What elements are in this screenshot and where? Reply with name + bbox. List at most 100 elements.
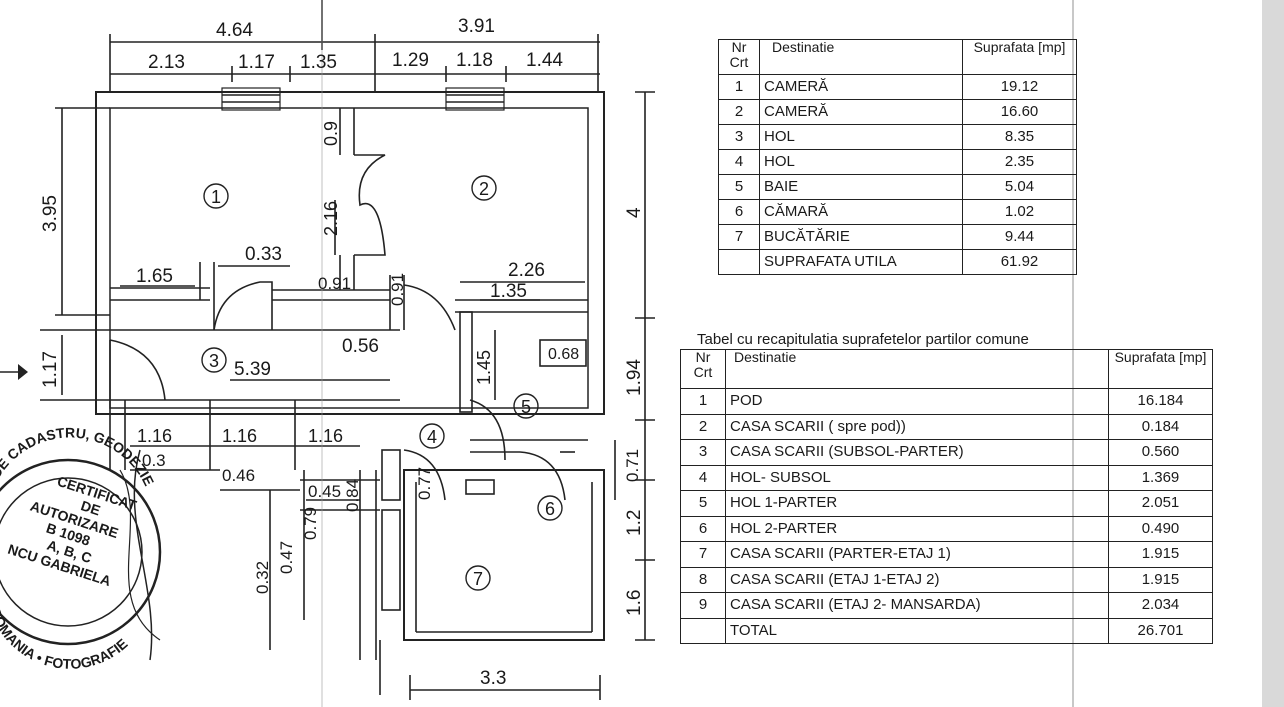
table-row: 5 BAIE 5.04	[718, 174, 1077, 200]
room-number: 6	[545, 499, 555, 519]
room-marker: 2	[471, 175, 497, 201]
dim-0-46: 0.46	[222, 466, 255, 485]
dim-0-79: 0.79	[301, 507, 320, 540]
table-row: 2 CASA SCARII ( spre pod)) 0.184	[680, 413, 1213, 440]
dim-0-91-v: 0.91	[388, 273, 407, 306]
dim-top-right-total: 3.91	[458, 16, 495, 37]
cell-suprafata: 0.560	[1108, 439, 1213, 466]
room-number: 4	[427, 427, 437, 447]
col-suprafata: Suprafata [mp]	[1108, 349, 1213, 389]
cell-destinatie: CASA SCARII ( spre pod))	[725, 413, 1109, 440]
cell-total-value: 26.701	[1108, 617, 1213, 644]
stamp-line: DE	[79, 497, 102, 518]
table-header-row: Nr Crt Destinatie Suprafata [mp]	[718, 39, 1077, 75]
dim-1-17-v: 1.17	[40, 351, 61, 388]
rooms-area-table: Nr Crt Destinatie Suprafata [mp] 1 CAMER…	[718, 39, 1077, 275]
cell-suprafata: 16.184	[1108, 388, 1213, 415]
stamp-ring-bottom: ROMANIA • FOTOGRAFIE	[0, 605, 130, 672]
dim-3-3: 3.3	[480, 668, 506, 689]
cell-suprafata: 5.04	[962, 174, 1077, 200]
dim-1-94: 1.94	[624, 359, 645, 396]
cell-nr: 6	[718, 199, 760, 225]
room-marker: 6	[537, 495, 563, 521]
dim-0-45: 0.45	[308, 482, 341, 501]
dim-top-right-part: 1.29	[392, 50, 429, 71]
dim-1-65: 1.65	[136, 266, 173, 287]
room-number: 2	[479, 179, 489, 199]
table-row: 6 CĂMARĂ 1.02	[718, 199, 1077, 225]
dim-0-3: 0.3	[142, 451, 166, 470]
room-marker: 4	[419, 423, 445, 449]
cell-suprafata: 9.44	[962, 224, 1077, 250]
cell-suprafata: 1.02	[962, 199, 1077, 225]
room-number: 5	[521, 397, 531, 417]
cell-suprafata: 2.051	[1108, 490, 1213, 517]
cell-nr: 1	[680, 388, 726, 415]
room-marker: 5	[513, 393, 539, 419]
table-row: 7 BUCĂTĂRIE 9.44	[718, 224, 1077, 250]
table-total-row: TOTAL 26.701	[680, 617, 1213, 644]
dim-left-height: 3.95	[40, 195, 61, 232]
col-nr-crt: Nr Crt	[718, 39, 760, 75]
cell-suprafata: 0.490	[1108, 515, 1213, 542]
table-row: 3 HOL 8.35	[718, 124, 1077, 150]
cell-suprafata: 2.034	[1108, 592, 1213, 619]
cell-destinatie: CASA SCARII (ETAJ 2- MANSARDA)	[725, 592, 1109, 619]
dim-top-left-part: 2.13	[148, 52, 185, 73]
stamp: AL DE CADASTRU, GEODEZIE ROMANIA • FOTOG…	[0, 425, 162, 672]
col-suprafata: Suprafata [mp]	[962, 39, 1077, 75]
dim-0-71: 0.71	[623, 449, 642, 482]
table-row: 2 CAMERĂ 16.60	[718, 99, 1077, 125]
dim-0-33: 0.33	[245, 244, 282, 265]
cell-nr: 6	[680, 515, 726, 542]
cell-total-value: 61.92	[962, 249, 1077, 275]
table-row: 4 HOL 2.35	[718, 149, 1077, 175]
table-row: 6 HOL 2-PARTER 0.490	[680, 515, 1213, 542]
cell-total-label: SUPRAFATA UTILA	[759, 249, 963, 275]
cell-destinatie: HOL	[759, 124, 963, 150]
dim-1-6: 1.6	[624, 590, 645, 616]
cell-suprafata: 16.60	[962, 99, 1077, 125]
cell-nr: 5	[718, 174, 760, 200]
table-row: 8 CASA SCARII (ETAJ 1-ETAJ 2) 1.915	[680, 566, 1213, 593]
table-row: 1 CAMERĂ 19.12	[718, 74, 1077, 100]
cell-nr: 5	[680, 490, 726, 517]
dim-top-left-part: 1.35	[300, 52, 337, 73]
cell-nr: 4	[718, 149, 760, 175]
common-areas-table: Nr Crt Destinatie Suprafata [mp] 1 POD 1…	[680, 349, 1213, 644]
dim-bottom-part: 1.16	[137, 426, 172, 446]
dim-top-right-part: 1.18	[456, 50, 493, 71]
cell-nr: 8	[680, 566, 726, 593]
cell-destinatie: CAMERĂ	[759, 74, 963, 100]
cell-destinatie: CĂMARĂ	[759, 199, 963, 225]
room-marker: 3	[201, 347, 227, 373]
cell-nr: 3	[680, 439, 726, 466]
common-areas-table-caption: Tabel cu recapitulatia suprafetelor part…	[697, 331, 1029, 348]
table-row: 1 POD 16.184	[680, 388, 1213, 415]
cell-total-label: TOTAL	[725, 617, 1109, 644]
table-row: 5 HOL 1-PARTER 2.051	[680, 490, 1213, 517]
dim-0-84: 0.84	[343, 479, 362, 512]
room-number: 1	[211, 187, 221, 207]
dim-1-2: 1.2	[624, 510, 645, 536]
dim-right-height: 4	[624, 207, 645, 218]
cell-nr: 1	[718, 74, 760, 100]
dim-0-56: 0.56	[342, 336, 379, 357]
dim-door-gap: 0.9	[321, 121, 341, 146]
table-total-row: SUPRAFATA UTILA 61.92	[718, 249, 1077, 275]
cell-nr: 2	[680, 413, 726, 440]
dim-top-left-total: 4.64	[216, 20, 253, 41]
room-marker: 1	[203, 183, 229, 209]
cell-nr: 7	[680, 541, 726, 568]
cell-destinatie: BAIE	[759, 174, 963, 200]
cell-nr: 2	[718, 99, 760, 125]
table-row: 3 CASA SCARII (SUBSOL-PARTER) 0.560	[680, 439, 1213, 466]
dim-5-39: 5.39	[234, 359, 271, 380]
cell-destinatie: HOL 2-PARTER	[725, 515, 1109, 542]
cell-nr: 9	[680, 592, 726, 619]
col-destinatie: Destinatie	[725, 349, 1109, 389]
dim-bottom-part: 1.16	[308, 426, 343, 446]
dim-door-height: 2.16	[321, 201, 341, 236]
cell-nr: 7	[718, 224, 760, 250]
